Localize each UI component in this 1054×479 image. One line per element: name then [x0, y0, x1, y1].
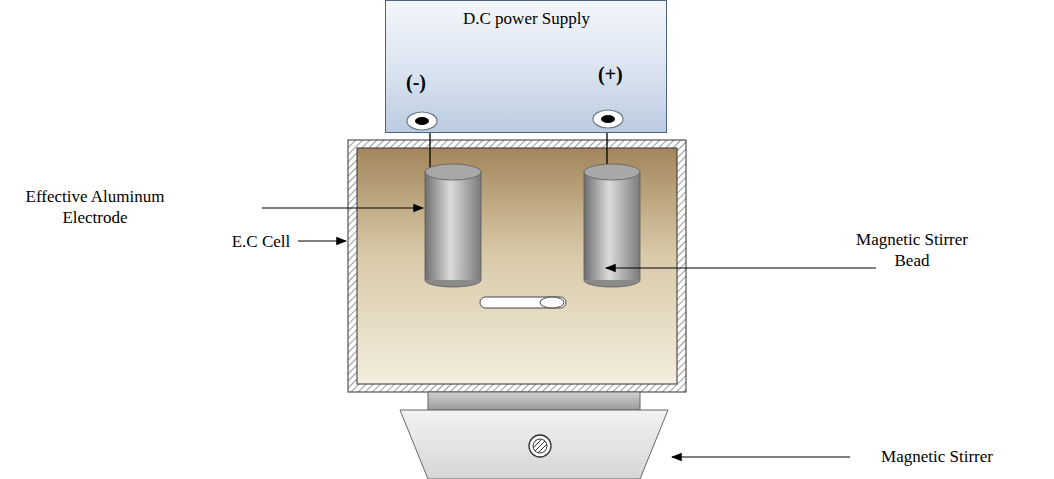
stirrer-bead — [480, 297, 566, 308]
leader-arrow — [298, 240, 346, 241]
leader-arrow — [606, 267, 876, 268]
power-supply-box: D.C power Supply (-) (+) — [385, 0, 667, 133]
leader-arrow — [672, 456, 850, 457]
part-label: E.C Cell — [226, 231, 296, 252]
part-label: Magnetic Stirrer Bead — [842, 229, 982, 271]
leader-arrow — [262, 207, 423, 208]
wire — [429, 128, 430, 168]
part-label: Magnetic Stirrer — [852, 446, 1022, 467]
terminal — [593, 110, 623, 128]
cell-wall — [348, 140, 686, 392]
device-title: D.C power Supply — [463, 9, 590, 29]
electrode — [425, 164, 481, 287]
electrolyte — [357, 148, 677, 384]
polarity-mark: (-) — [406, 71, 426, 94]
part-label: Effective Aluminum Electrode — [6, 186, 184, 228]
magnetic-stirrer — [400, 392, 668, 479]
polarity-mark: (+) — [598, 63, 623, 86]
terminal — [407, 112, 437, 130]
